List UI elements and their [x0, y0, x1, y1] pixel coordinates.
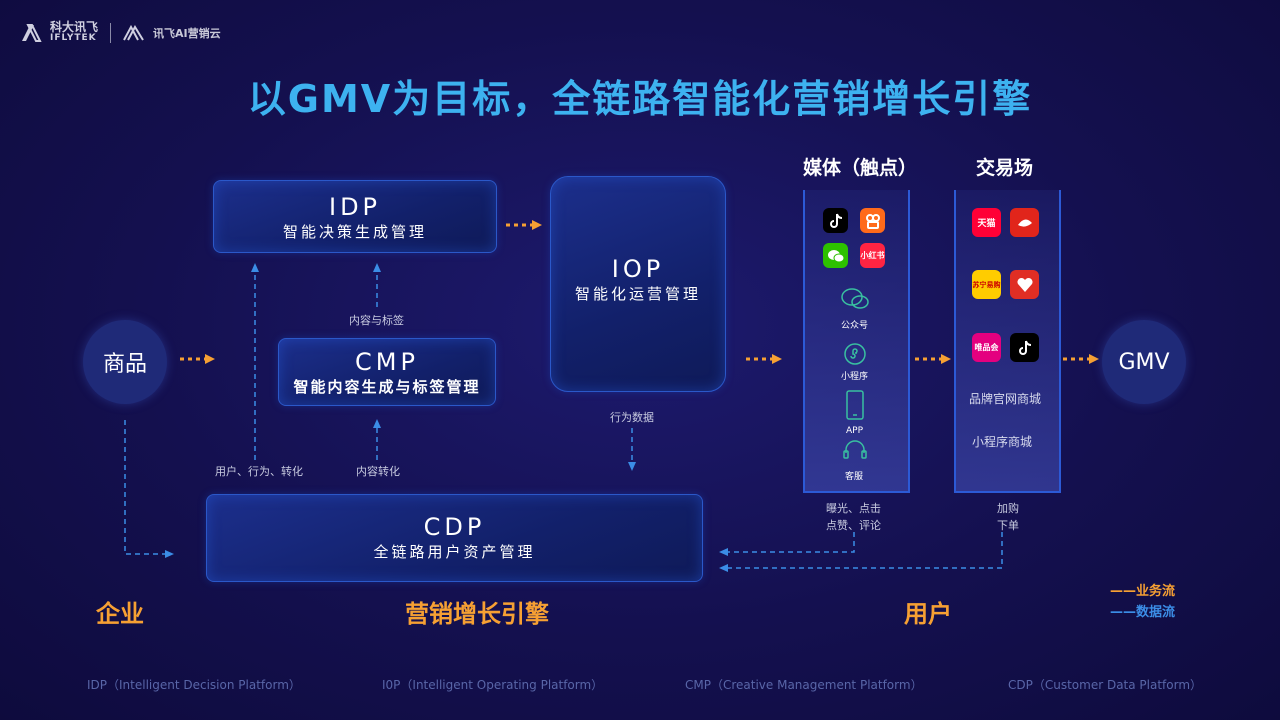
vip-icon[interactable]: 唯品会 [972, 333, 1001, 362]
goods-node: 商品 [83, 320, 167, 404]
cdp-name: CDP [423, 513, 486, 541]
app-phone-icon [846, 390, 864, 420]
brand-name: 科大讯飞 IFLYTEK [50, 20, 99, 44]
brand-cn: 科大讯飞 [50, 20, 99, 34]
data-line-trade-cdp [728, 532, 1003, 569]
cmp-name: CMP [355, 348, 419, 376]
idp-desc: 智能决策生成管理 [282, 223, 427, 241]
xiaohongshu-icon[interactable]: 小红书 [860, 243, 885, 268]
page-title: 以GMV为目标，全链路智能化营销增长引擎 [247, 77, 1033, 121]
mini-program-icon [844, 343, 866, 365]
cdp-desc: 全链路用户资产管理 [373, 543, 536, 561]
douyin-icon[interactable] [823, 208, 848, 233]
gmv-node: GMV [1102, 320, 1186, 404]
footer-cdp: CDP（Customer Data Platform） [1008, 678, 1203, 692]
label-user: 用户 [904, 600, 952, 628]
data-line-media-cdp [728, 532, 855, 553]
label-content-conversion: 内容转化 [356, 465, 400, 478]
footer-iop: I0P（Intelligent Operating Platform） [382, 678, 604, 692]
idp-name: IDP [328, 193, 382, 221]
media-column-title: 媒体（触点） [803, 157, 918, 179]
logo: 科大讯飞 IFLYTEK 讯飞AI营销云 [20, 20, 221, 44]
label-engine: 营销增长引擎 [405, 600, 549, 628]
trade-note-cart: 加购 [997, 502, 1019, 515]
logo-divider [110, 23, 112, 43]
trade-column [954, 190, 1061, 493]
label-user-behavior: 用户、行为、转化 [215, 465, 303, 478]
media-note-likes: 点赞、评论 [826, 519, 881, 532]
legend-business-flow: ——业务流 [1110, 584, 1176, 599]
idp-box: IDP 智能决策生成管理 [213, 180, 497, 253]
douyin-mall-icon[interactable] [1010, 333, 1039, 362]
media-item-app: APP [846, 426, 864, 436]
tmall-icon[interactable]: 天猫 [972, 208, 1001, 237]
legend-data-flow: ——数据流 [1110, 605, 1176, 620]
official-account-icon [841, 288, 869, 309]
footer-cmp: CMP（Creative Management Platform） [685, 678, 923, 692]
iflytek-logo-icon [22, 24, 42, 42]
media-item-customer-service: 客服 [845, 472, 864, 482]
customer-service-icon [843, 440, 867, 459]
trade-column-title: 交易场 [976, 157, 1034, 179]
iop-name: IOP [611, 255, 665, 283]
label-enterprise: 企业 [96, 600, 144, 628]
trade-item-mini-mall: 小程序商城 [972, 435, 1033, 449]
wechat-icon[interactable] [823, 243, 848, 268]
footer-idp: IDP（Intelligent Decision Platform） [87, 678, 301, 692]
kuaishou-icon[interactable] [860, 208, 885, 233]
cmp-desc: 智能内容生成与标签管理 [293, 378, 481, 396]
trade-note-order: 下单 [997, 519, 1019, 532]
media-item-official-account: 公众号 [841, 321, 869, 331]
pinduoduo-icon[interactable] [1010, 270, 1039, 299]
media-note-exposure: 曝光、点击 [826, 502, 881, 515]
media-item-mini-program: 小程序 [841, 372, 869, 382]
cmp-box: CMP 智能内容生成与标签管理 [278, 338, 496, 406]
data-line-goods-cdp [124, 420, 165, 555]
iop-box: IOP 智能化运营管理 [550, 176, 726, 392]
suning-icon[interactable]: 苏宁易购 [972, 270, 1001, 299]
product-name: 讯飞AI营销云 [153, 27, 221, 40]
label-behavior-data: 行为数据 [610, 411, 654, 424]
trade-item-brand-mall: 品牌官网商城 [969, 392, 1042, 406]
media-column [803, 190, 910, 493]
ai-cloud-logo-icon [123, 25, 144, 41]
brand-en: IFLYTEK [50, 33, 97, 43]
iop-desc: 智能化运营管理 [574, 285, 701, 303]
label-content-tags: 内容与标签 [349, 314, 404, 327]
cdp-box: CDP 全链路用户资产管理 [206, 494, 703, 582]
jd-icon[interactable] [1010, 208, 1039, 237]
